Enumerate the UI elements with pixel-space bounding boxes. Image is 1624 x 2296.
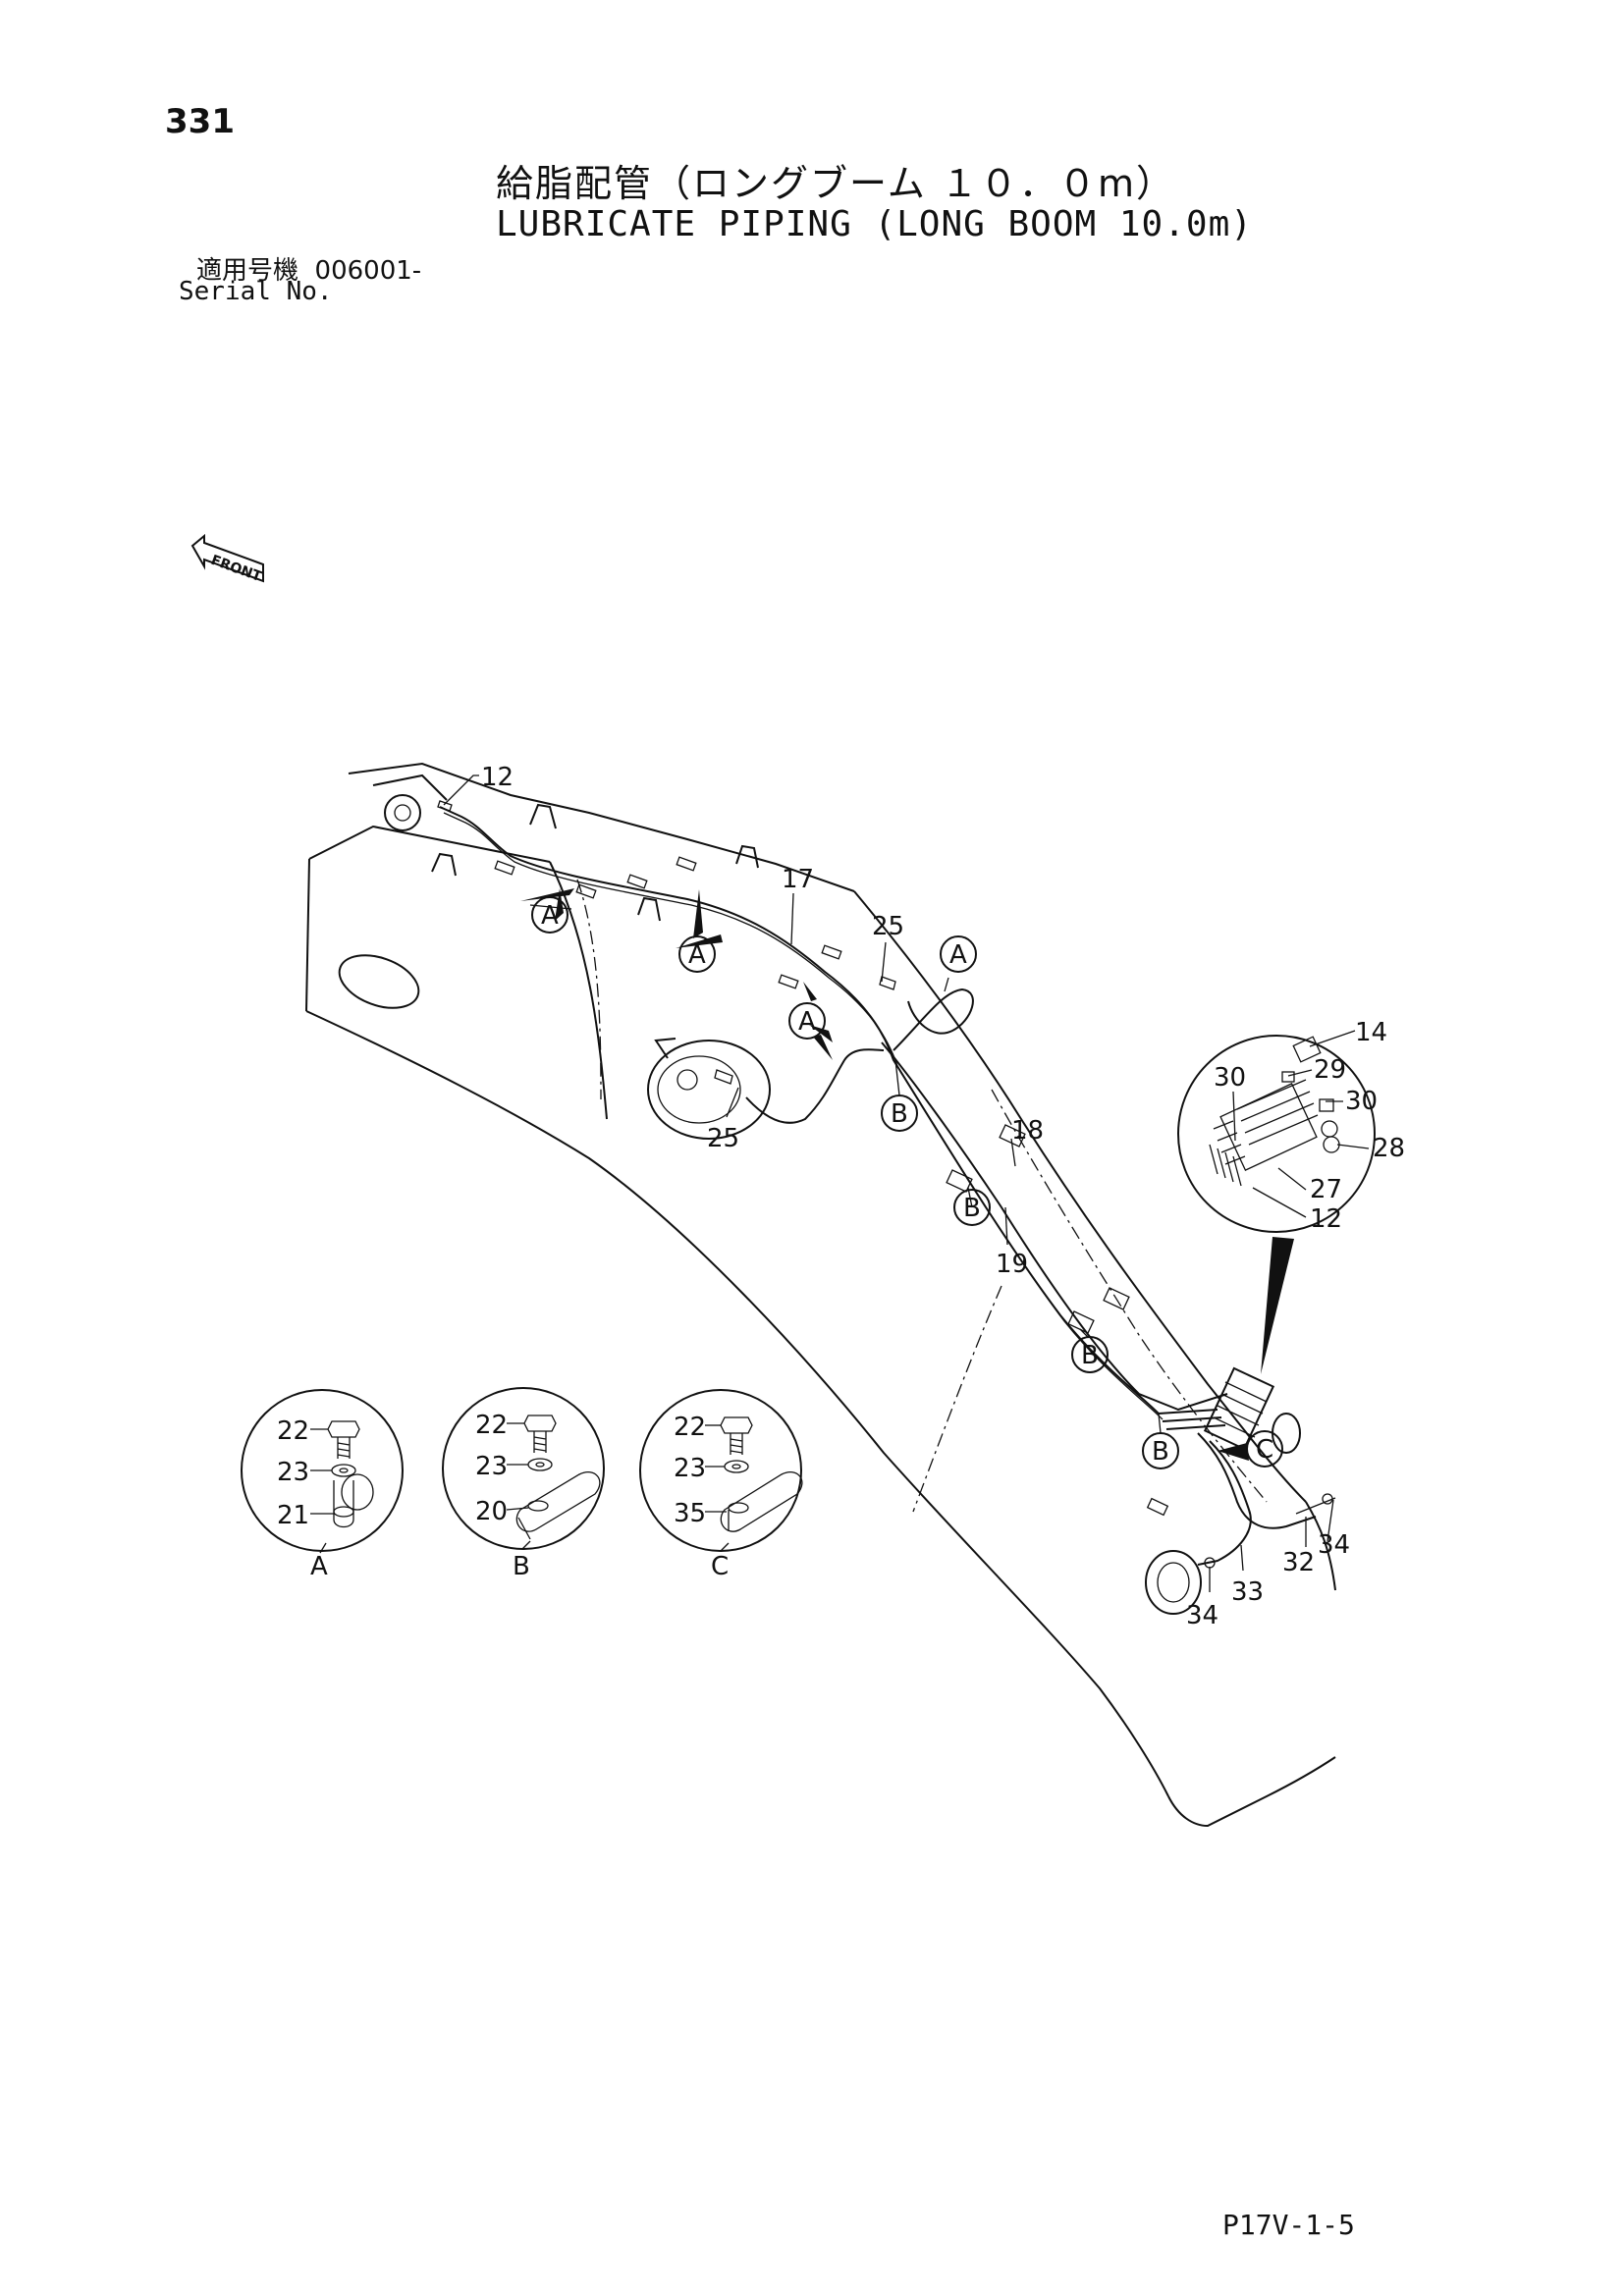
serial-value: 006001- xyxy=(314,256,422,286)
part-number-12: 12 xyxy=(481,763,514,792)
detail-view-a: 22 23 21 A xyxy=(241,1389,404,1581)
callout-label-b: B xyxy=(891,1099,908,1129)
manifold-detail-view: 14 29 30 30 28 27 12 xyxy=(1177,1018,1405,1374)
callout-a-4: A xyxy=(940,935,977,992)
callout-b-3: B xyxy=(1071,1328,1109,1373)
detail-view-label-c: C xyxy=(711,1552,729,1581)
part-number-33: 33 xyxy=(1231,1577,1264,1607)
detail-c-part-35: 35 xyxy=(674,1499,706,1528)
part-number-14: 14 xyxy=(1355,1018,1387,1047)
part-number-30: 30 xyxy=(1214,1063,1246,1093)
page-title-english: LUBRICATE PIPING (LONG BOOM 10.0m) xyxy=(496,204,1253,244)
callout-b-2: B xyxy=(953,1187,991,1226)
detail-a-part-23: 23 xyxy=(277,1458,309,1487)
part-number-28: 28 xyxy=(1373,1134,1405,1163)
part-number-30: 30 xyxy=(1345,1087,1378,1116)
callout-label-b: B xyxy=(1152,1437,1169,1467)
detail-b-part-22: 22 xyxy=(475,1411,508,1440)
callout-a-3: A xyxy=(788,982,833,1060)
part-number-19: 19 xyxy=(996,1250,1028,1279)
detail-view-label-b: B xyxy=(513,1552,530,1581)
boom-structure xyxy=(305,762,1336,1828)
callout-label-a: A xyxy=(541,901,559,931)
detail-c-part-23: 23 xyxy=(674,1454,706,1483)
detail-view-label-a: A xyxy=(310,1552,328,1581)
callout-label-a: A xyxy=(798,1007,816,1037)
callout-label-a: A xyxy=(688,940,706,970)
detail-view-c: 22 23 35 C xyxy=(639,1389,803,1581)
front-label: FRONT xyxy=(209,553,264,585)
serial-label-english: Serial No. xyxy=(179,277,333,306)
callout-label-b: B xyxy=(1081,1341,1099,1370)
detail-a-part-22: 22 xyxy=(277,1416,309,1446)
callout-b-4: B xyxy=(1142,1413,1179,1469)
part-number-25: 25 xyxy=(707,1124,739,1153)
callout-a-2: A xyxy=(676,889,723,973)
front-arrow-icon: FRONT xyxy=(190,533,264,585)
part-number-25: 25 xyxy=(872,912,904,941)
callout-label-a: A xyxy=(949,940,967,970)
callout-c: C xyxy=(1218,1430,1283,1468)
figure-code: P17V-1-5 xyxy=(1222,2209,1355,2241)
part-number-29: 29 xyxy=(1314,1055,1346,1085)
serial-label-japanese: 適用号機 xyxy=(196,256,299,286)
part-number-12: 12 xyxy=(1310,1204,1342,1234)
detail-b-part-20: 20 xyxy=(475,1497,508,1526)
callout-label-c: C xyxy=(1256,1435,1273,1465)
detail-b-part-23: 23 xyxy=(475,1452,508,1481)
grease-piping xyxy=(437,800,1336,1569)
part-number-27: 27 xyxy=(1310,1175,1342,1204)
part-number-32: 32 xyxy=(1282,1548,1315,1577)
detail-c-part-22: 22 xyxy=(674,1413,706,1442)
part-number-17: 17 xyxy=(782,865,814,894)
part-number-34: 34 xyxy=(1318,1530,1350,1560)
part-labels: 12 17 25 25 18 19 32 34 33 34 xyxy=(443,763,1350,1630)
callout-a-1: A xyxy=(520,888,574,934)
page-title-japanese: 給脂配管（ロングブーム １０．０m） xyxy=(496,162,1175,205)
page-number: 331 xyxy=(165,102,235,141)
part-number-34: 34 xyxy=(1186,1601,1218,1630)
part-number-18: 18 xyxy=(1011,1116,1044,1146)
callout-b-1: B xyxy=(881,1059,918,1132)
callout-label-b: B xyxy=(963,1194,981,1223)
detail-view-b: 22 23 20 B xyxy=(442,1387,605,1581)
serial-applicability: 適用号機 006001- xyxy=(196,250,421,287)
detail-a-part-21: 21 xyxy=(277,1501,309,1530)
